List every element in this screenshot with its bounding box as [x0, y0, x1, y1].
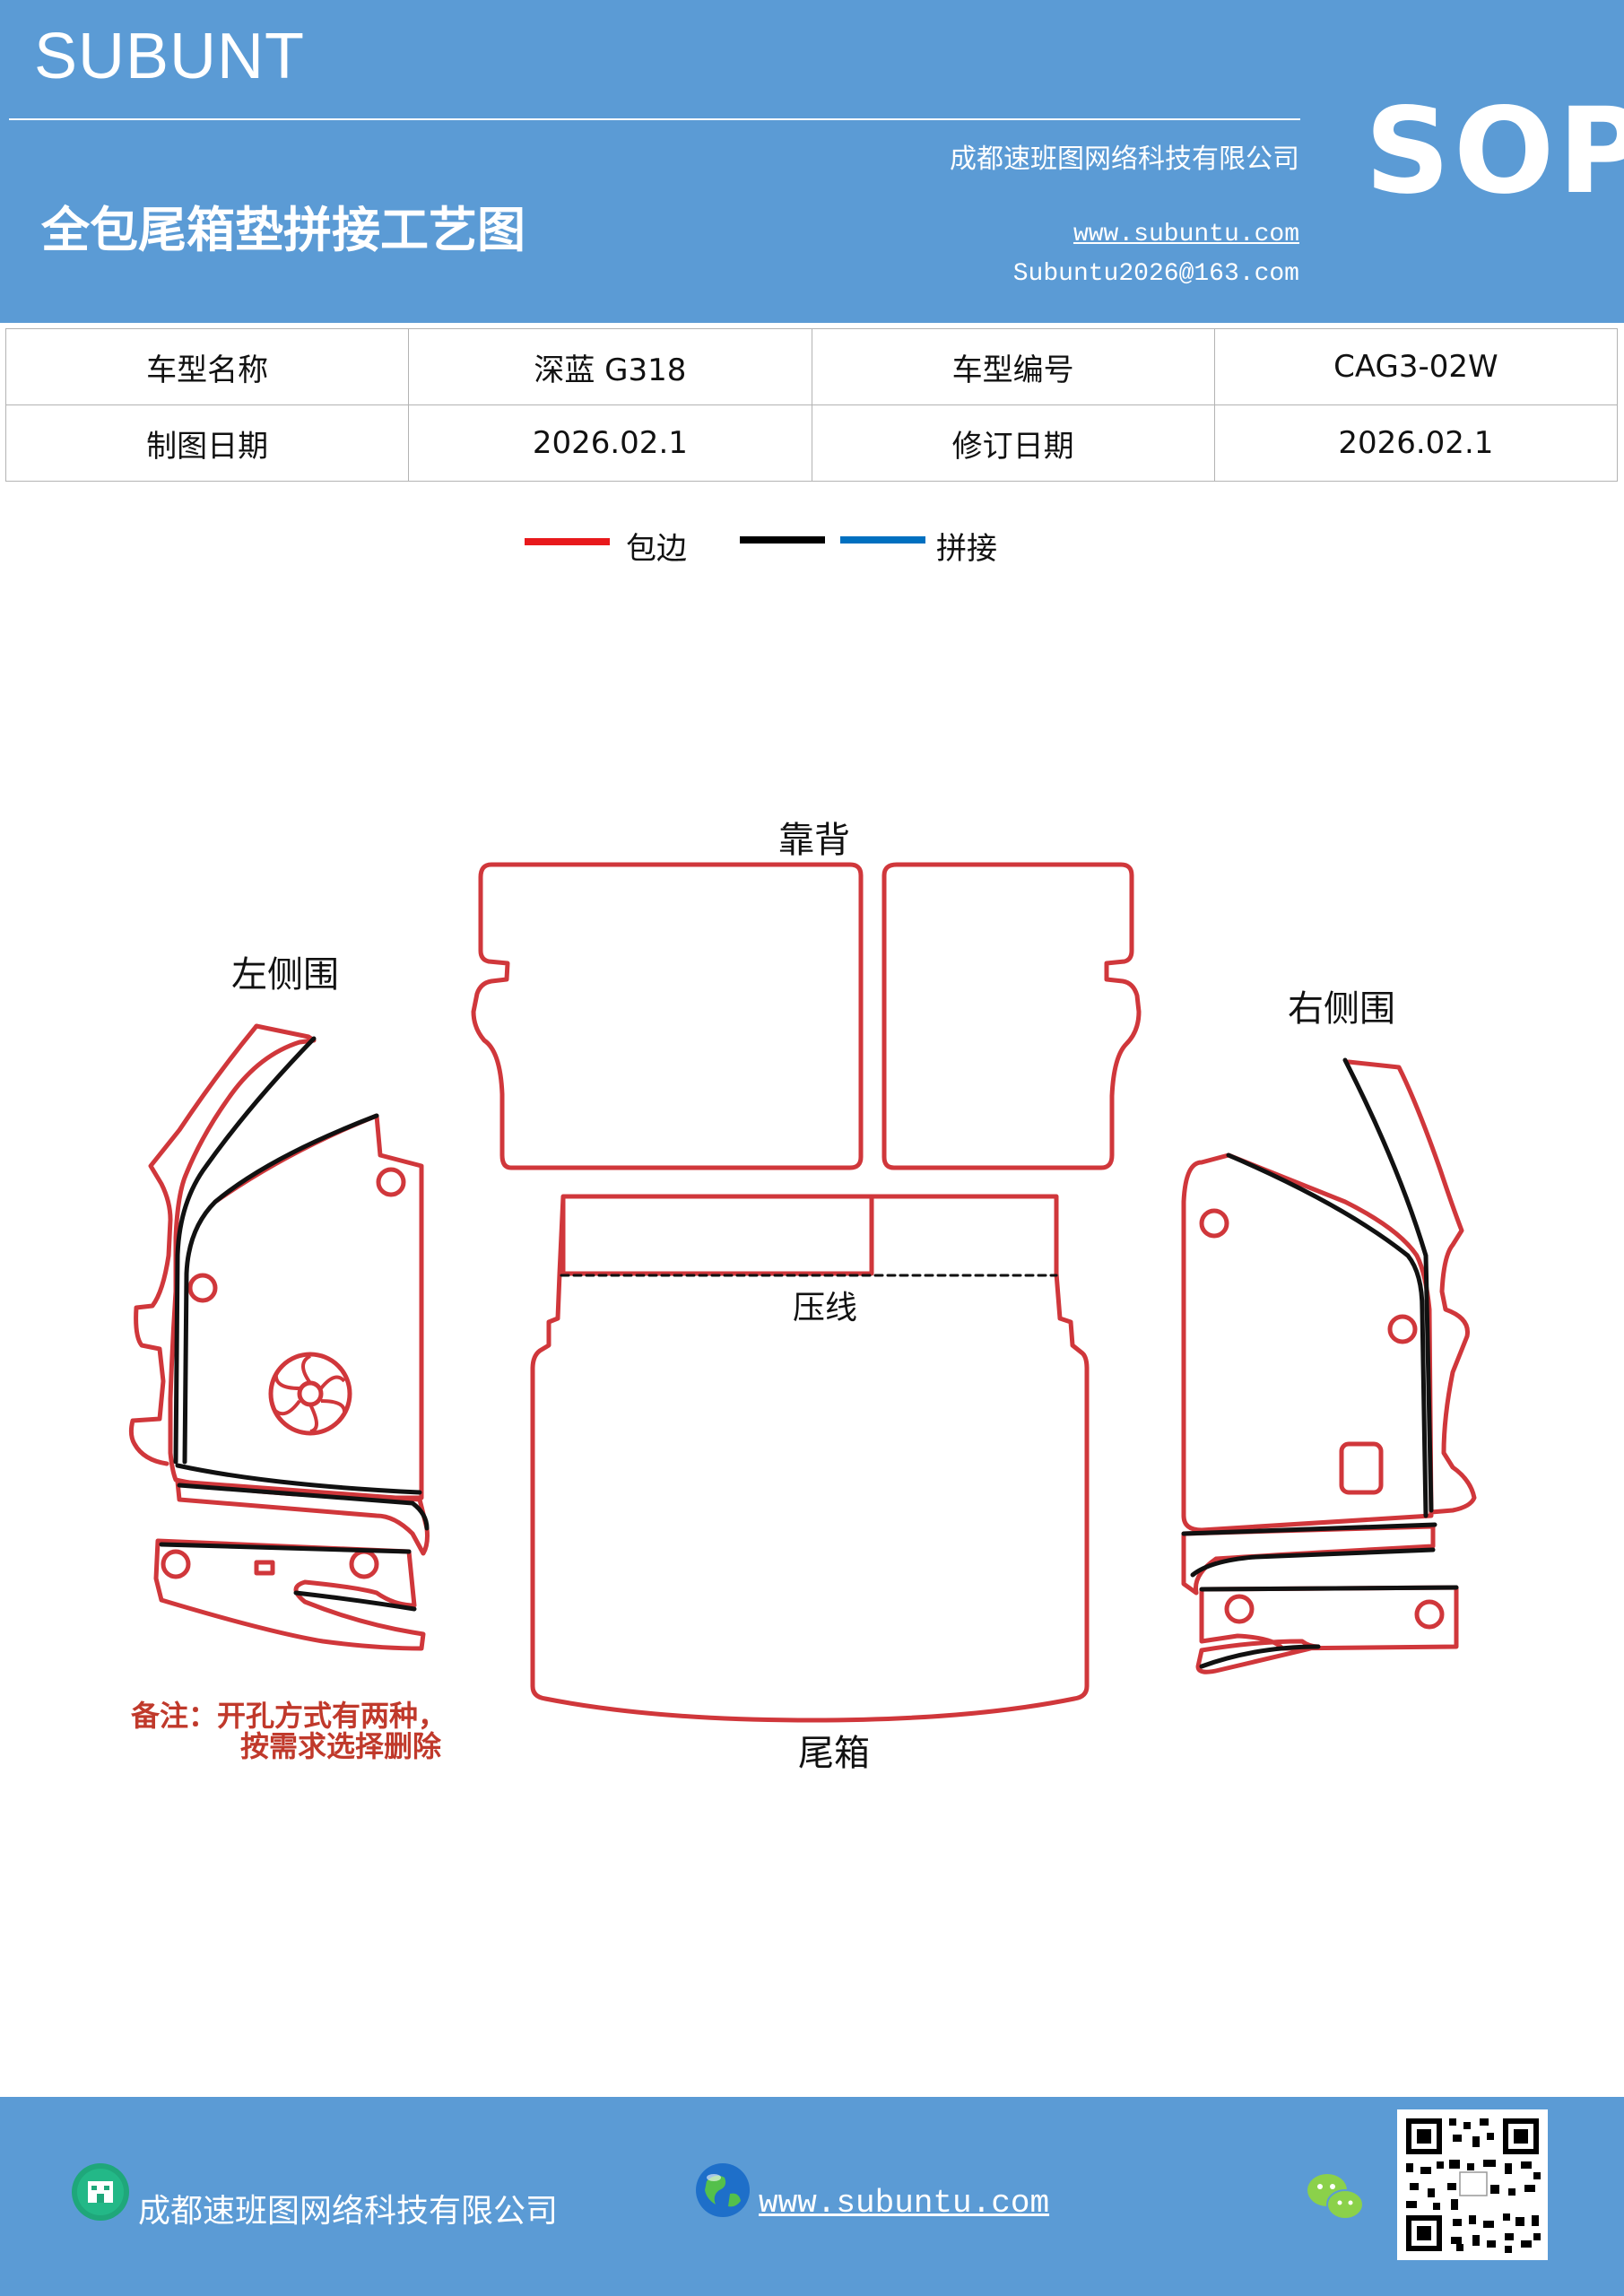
left-side-bottom-piece	[153, 1538, 426, 1651]
legend-splice-line	[840, 536, 925, 544]
draw-date-value: 2026.02.1	[408, 404, 812, 482]
right-hole-1	[1199, 1208, 1229, 1239]
qr-code[interactable]	[1397, 2109, 1548, 2260]
trunk-label: 尾箱	[798, 1733, 870, 1774]
legend-black-line	[740, 536, 825, 544]
left-fan-outer	[268, 1352, 352, 1436]
header-divider	[9, 118, 1300, 120]
left-side-lower-flap	[175, 1479, 430, 1556]
left-seam-wedge	[293, 1590, 417, 1612]
right-slot	[1339, 1441, 1384, 1495]
revise-date-value: 2026.02.1	[1213, 404, 1619, 482]
left-hole-4	[349, 1549, 379, 1579]
right-side-panel	[1181, 1059, 1477, 1533]
left-side-label: 左侧围	[231, 954, 339, 996]
company-name: 成都速班图网络科技有限公司	[950, 144, 1299, 175]
left-slot	[254, 1560, 275, 1576]
legend: 包边 拼接	[0, 520, 1624, 574]
right-seam-curve	[1342, 1057, 1434, 1513]
right-hole-2	[1387, 1314, 1418, 1344]
trunk-mat-diagram: 靠背 左侧围 右侧围 压线 尾箱 备注：开孔方式有两种， 按需求选择删除	[128, 820, 1477, 1774]
info-table: 车型名称 深蓝 G318 车型编号 CAG3-02W 制图日期 2026.02.…	[4, 328, 1619, 482]
right-hole-4	[1414, 1599, 1445, 1630]
right-side-label: 右侧围	[1288, 988, 1395, 1030]
footer-website-link[interactable]: www.subuntu.com	[759, 2185, 1050, 2222]
left-fan-blades	[273, 1354, 347, 1433]
left-hole-1	[376, 1167, 406, 1197]
backrest-label: 靠背	[778, 820, 850, 861]
note-line-1: 备注：开孔方式有两种，	[131, 1699, 447, 1733]
model-code-value: CAG3-02W	[1213, 328, 1619, 405]
wechat-icon[interactable]	[1304, 2170, 1367, 2224]
backrest-left-piece	[471, 862, 864, 1170]
left-hole-3	[161, 1549, 191, 1579]
globe-icon	[696, 2163, 750, 2217]
right-seam-inner	[1226, 1152, 1429, 1518]
backrest-right-piece	[881, 862, 1142, 1170]
email-address: Subuntu2026@163.com	[1012, 260, 1299, 288]
right-side-lower-flap	[1181, 1524, 1436, 1596]
left-fan-inner	[297, 1380, 324, 1407]
document-title: 全包尾箱垫拼接工艺图	[41, 202, 525, 258]
building-icon	[72, 2163, 129, 2221]
footer-company: 成都速班图网络科技有限公司	[138, 2193, 559, 2230]
revise-date-label: 修订日期	[811, 404, 1215, 482]
model-name-label: 车型名称	[4, 328, 410, 405]
right-seam-strip	[1181, 1522, 1437, 1536]
table-row: 车型名称 深蓝 G318 车型编号 CAG3-02W	[4, 328, 1619, 405]
right-seam-bottom	[1199, 1585, 1459, 1592]
table-row: 制图日期 2026.02.1 修订日期 2026.02.1	[4, 404, 1619, 482]
left-seam-strip	[175, 1463, 422, 1495]
draw-date-label: 制图日期	[4, 404, 410, 482]
left-seam-strip-2	[177, 1483, 430, 1531]
press-line-label: 压线	[793, 1290, 857, 1326]
legend-splice-label: 拼接	[936, 531, 997, 567]
left-seam-curve	[173, 1036, 317, 1465]
right-seam-strip-2	[1190, 1547, 1436, 1578]
legend-edge-line	[525, 538, 610, 545]
sop-badge: SOP	[1365, 83, 1624, 221]
right-side-bottom-piece	[1195, 1585, 1459, 1674]
footer-banner: 成都速班图网络科技有限公司 www.subuntu.com	[0, 2097, 1624, 2296]
legend-edge-label: 包边	[626, 531, 687, 567]
model-code-label: 车型编号	[811, 328, 1215, 405]
brand-name: SUBUNT	[34, 21, 306, 92]
left-seam-inner	[182, 1113, 379, 1465]
trunk-floor-piece	[530, 1194, 1090, 1723]
website-link[interactable]: www.subuntu.com	[1073, 221, 1299, 248]
left-hole-2	[187, 1273, 218, 1303]
header-banner: SUBUNT 成都速班图网络科技有限公司 全包尾箱垫拼接工艺图 www.subu…	[0, 0, 1624, 323]
note-line-2: 按需求选择删除	[240, 1729, 442, 1763]
right-hole-3	[1224, 1594, 1255, 1624]
right-seam-wedge	[1199, 1644, 1321, 1669]
left-seam-bottom	[159, 1542, 412, 1554]
model-name-value: 深蓝 G318	[408, 328, 812, 405]
